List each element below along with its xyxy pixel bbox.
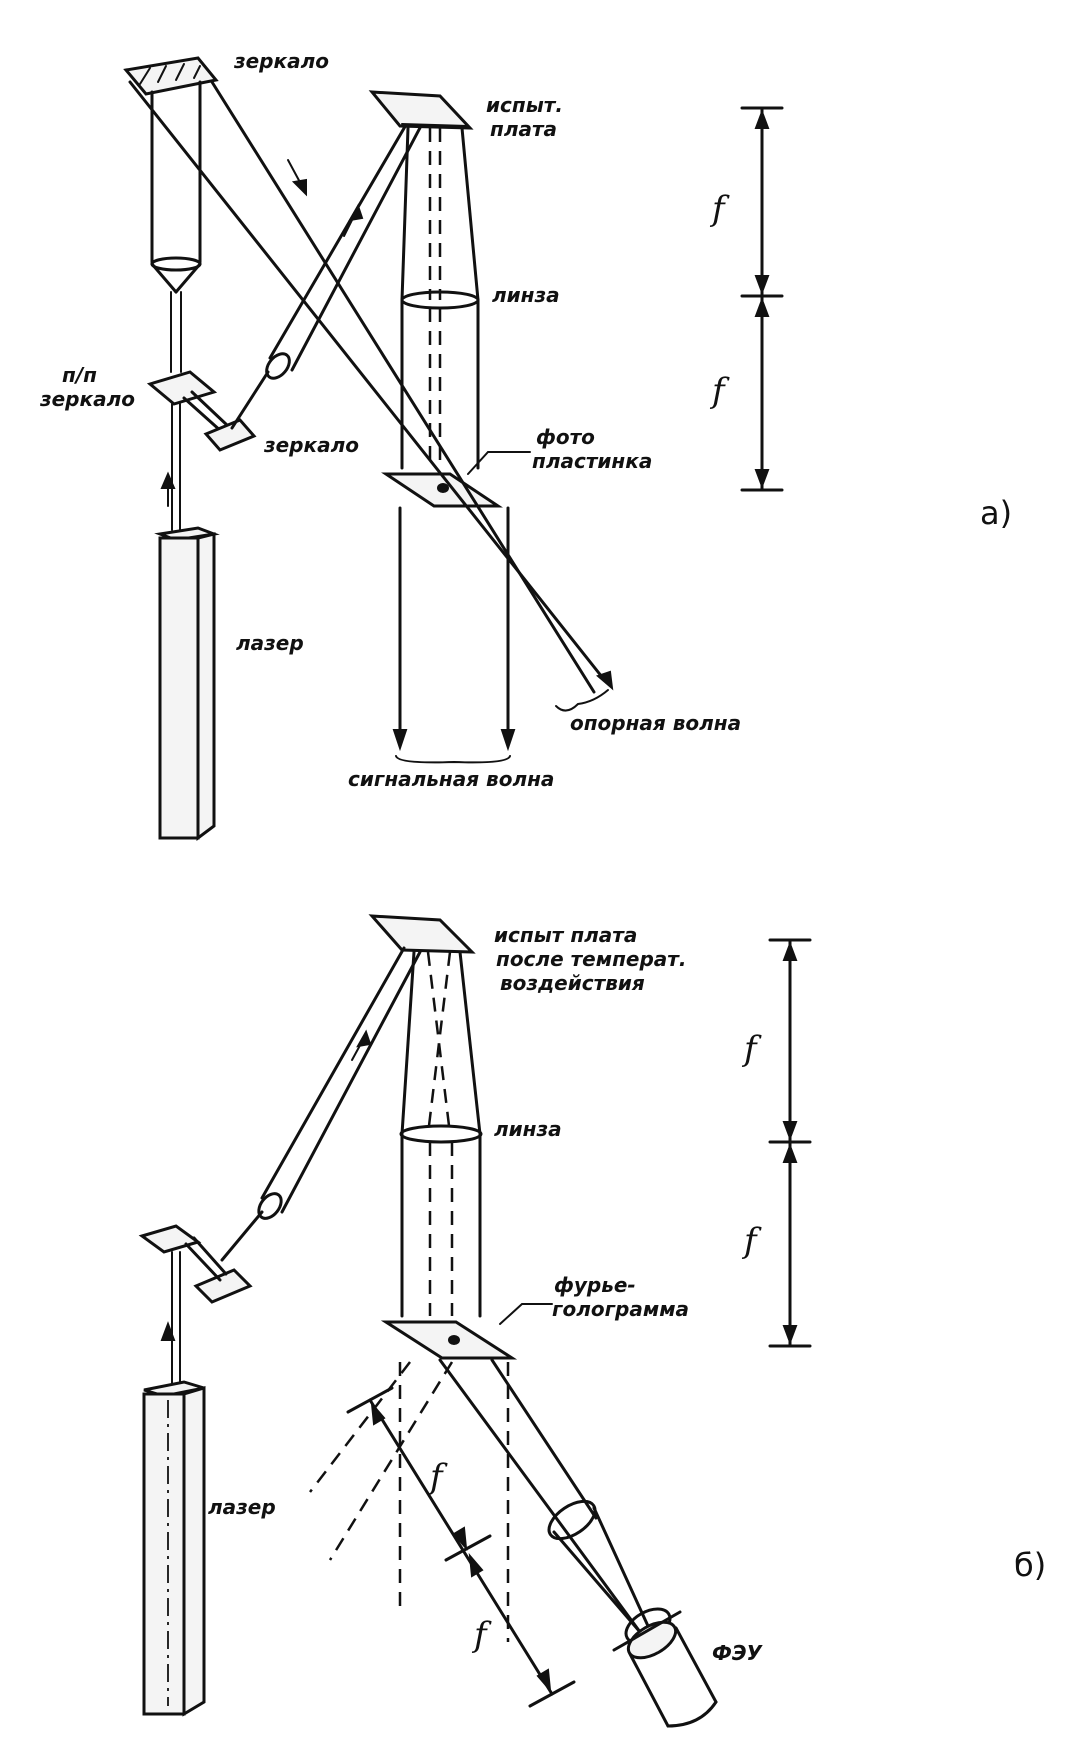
focal-mark-b1: f — [741, 1029, 762, 1069]
label-hologram-1: фурье- — [554, 1273, 636, 1297]
label-signal-wave: сигнальная волна — [348, 767, 554, 791]
label-test-board-b-1: испыт плата — [494, 923, 637, 947]
part-label-b: б) — [1014, 1546, 1046, 1584]
label-reference-wave: опорная волна — [570, 711, 741, 735]
label-laser-b: лазер — [208, 1495, 276, 1519]
photo-plate — [381, 472, 503, 508]
label-test-board-b-2: после температ. — [496, 947, 686, 971]
label-lens-a: линза — [492, 283, 560, 307]
part-label-a: а) — [980, 494, 1012, 532]
mirrors-b — [138, 1224, 253, 1391]
label-hologram-2: голограмма — [552, 1297, 689, 1321]
reference-wave — [128, 80, 614, 712]
laser-a — [154, 471, 220, 841]
focal-mark-b2: f — [741, 1221, 762, 1261]
object-beam — [230, 116, 424, 430]
test-board-b — [368, 914, 476, 954]
label-test-board-1: испыт. — [486, 93, 563, 117]
top-mirror — [123, 56, 219, 96]
lens-path-b — [399, 950, 483, 1318]
label-test-board-b-3: воздействия — [500, 971, 645, 995]
label-test-board-2: плата — [490, 117, 557, 141]
label-lens-b: линза — [494, 1117, 562, 1141]
semi-transparent-mirror — [146, 370, 230, 531]
reconstructed-beam — [438, 1358, 650, 1634]
object-beam-b — [220, 946, 422, 1262]
focal-scale-b-diagonal — [346, 1386, 576, 1708]
diagram-b: испыт плата после температ. воздействия … — [138, 914, 1046, 1728]
signal-wave-rays — [392, 506, 516, 764]
small-mirror — [203, 418, 257, 452]
label-top-mirror: зеркало — [233, 49, 329, 73]
signal-beam — [400, 126, 480, 470]
label-semi-mirror-2: зеркало — [39, 387, 135, 411]
focal-scale-b — [768, 938, 812, 1348]
label-photo-plate-2: пластинка — [532, 449, 652, 473]
laser-b — [142, 1380, 206, 1717]
pmt-detector — [612, 1607, 718, 1728]
test-board — [368, 90, 474, 130]
hologram-plate — [380, 1320, 518, 1360]
diagram-a: зеркало испыт. плата линза п/п зеркало з… — [39, 49, 1012, 841]
focal-mark-a1: f — [709, 189, 730, 229]
focal-scale-a — [740, 106, 784, 492]
label-laser-a: лазер — [236, 631, 304, 655]
focal-mark-b3: f — [427, 1457, 448, 1497]
label-pmt: ФЭУ — [712, 1641, 764, 1665]
label-small-mirror: зеркало — [263, 433, 359, 457]
label-semi-mirror-1: п/п — [62, 363, 97, 387]
label-photo-plate-1: фото — [536, 425, 595, 449]
collimator-tube — [150, 80, 202, 373]
focal-mark-a2: f — [709, 371, 730, 411]
focal-mark-b4: f — [471, 1615, 492, 1655]
dashed-rays-b — [309, 1361, 510, 1642]
